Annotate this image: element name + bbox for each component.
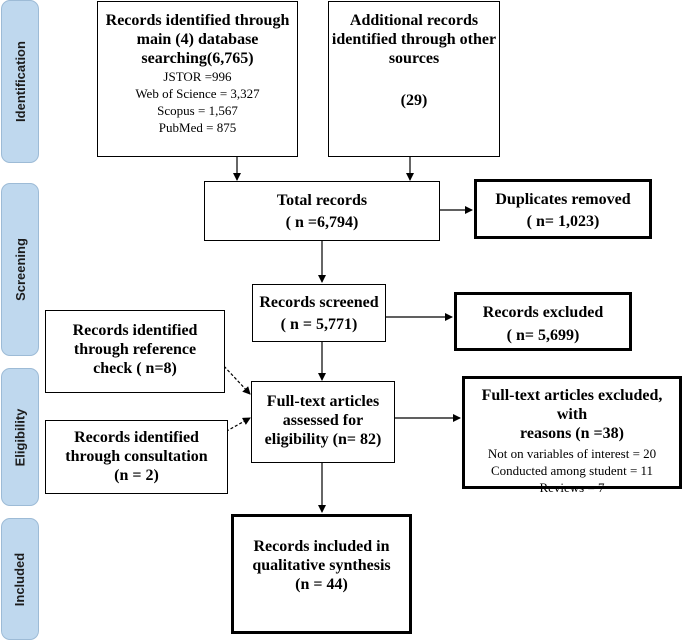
phase-included: Included	[1, 518, 39, 640]
reference-check-box: Records identified through reference che…	[45, 310, 225, 393]
duplicates-removed-box: Duplicates removed ( n= 1,023)	[474, 179, 652, 239]
title-line: sources	[388, 50, 440, 67]
database-count: Scopus = 1,567	[157, 103, 238, 118]
title-line: identified through other	[331, 31, 497, 48]
box-line: through consultation	[65, 448, 208, 465]
phase-identification: Identification	[1, 0, 39, 163]
box-line: through reference	[73, 341, 197, 358]
box-line: check ( n=8)	[93, 360, 177, 377]
title-line: reasons (n =38)	[520, 425, 624, 442]
title-line: Full-text articles excluded, with	[481, 387, 663, 423]
database-count: JSTOR =996	[163, 69, 232, 84]
database-count: Web of Science = 3,327	[135, 86, 260, 101]
box-count: ( n =6,794)	[285, 214, 359, 231]
box-line: (n = 44)	[295, 576, 348, 593]
box-line: Records identified	[72, 322, 198, 339]
records-screened-box: Records screened ( n = 5,771)	[252, 284, 386, 342]
exclusion-reason: Not on variables of interest = 20	[487, 446, 657, 461]
box-line: (n = 2)	[114, 467, 159, 484]
box-line: assessed for	[282, 412, 364, 429]
fulltext-assessed-box: Full-text articles assessed for eligibil…	[251, 381, 395, 463]
database-count: PubMed = 875	[158, 120, 237, 135]
records-excluded-box: Records excluded ( n= 5,699)	[454, 292, 632, 351]
exclusion-reason: Reviews = 7	[539, 480, 605, 495]
other-sources-box: Additional records identified through ot…	[328, 1, 500, 157]
box-title: Duplicates removed	[495, 191, 631, 208]
title-line: searching(6,765)	[141, 50, 254, 67]
box-title: Total records	[276, 192, 368, 209]
title-line: Records identified through	[105, 12, 290, 29]
box-line: Records identified	[74, 429, 199, 446]
box-line: Records included in	[253, 538, 390, 555]
box-count: ( n= 5,699)	[506, 327, 580, 344]
database-search-box: Records identified through main (4) data…	[97, 1, 298, 157]
title-line: Additional records	[349, 12, 479, 29]
other-sources-count: (29)	[400, 92, 428, 109]
fulltext-excluded-box: Full-text articles excluded, with reason…	[462, 376, 682, 495]
box-title: Records excluded	[482, 304, 604, 321]
box-count: ( n = 5,771)	[280, 316, 358, 333]
box-line: qualitative synthesis	[252, 557, 391, 574]
records-included-box: Records included in qualitative synthesi…	[231, 514, 412, 634]
consultation-box: Records identified through consultation …	[45, 420, 228, 494]
box-line: Full-text articles	[266, 393, 380, 410]
title-line: main (4) database	[136, 31, 259, 48]
box-title: Records screened	[259, 294, 379, 311]
phase-eligibility: Eligibility	[1, 368, 39, 506]
phase-screening: Screening	[1, 183, 39, 356]
box-count: ( n= 1,023)	[526, 213, 600, 230]
arrow-consultation-to-fulltext	[199, 417, 251, 447]
exclusion-reason: Conducted among student = 11	[490, 463, 654, 478]
total-records-box: Total records ( n =6,794)	[204, 181, 440, 241]
box-line: eligibility (n= 82)	[264, 431, 382, 448]
